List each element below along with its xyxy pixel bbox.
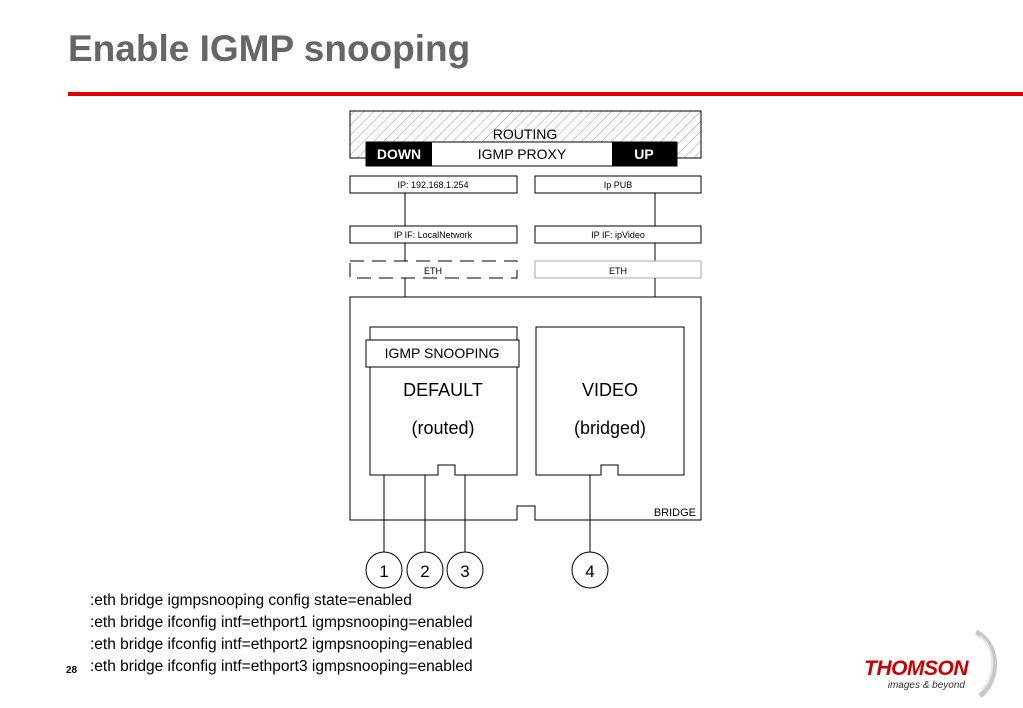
port-circle-2 — [406, 551, 444, 589]
left-ipif-box — [349, 225, 518, 244]
default-name: DEFAULT — [403, 380, 483, 400]
igmp-proxy-label: IGMP PROXY — [478, 146, 567, 162]
right-ip-label: Ip PUB — [604, 180, 633, 190]
video-mode: (bridged) — [574, 418, 646, 438]
title-underline — [68, 92, 1023, 96]
thomson-logo: THOMSON images & beyond — [858, 630, 1008, 700]
right-ipif-label: IP IF: ipVideo — [591, 230, 645, 240]
up-label: UP — [634, 146, 653, 162]
up-port-box — [612, 142, 677, 166]
port-circle-3 — [446, 551, 484, 589]
right-ip-box — [534, 175, 702, 194]
igmp-snooping-box — [365, 339, 520, 368]
port-label-2: 2 — [420, 562, 429, 581]
bridge-label: BRIDGE — [654, 507, 696, 519]
video-box — [535, 326, 685, 476]
down-label: DOWN — [377, 146, 421, 162]
slide-title: Enable IGMP snooping — [68, 28, 471, 69]
logo-tagline: images & beyond — [887, 680, 965, 691]
cli-command-line: :eth bridge ifconfig intf=ethport1 igmps… — [90, 614, 473, 631]
igmp-snooping-label: IGMP SNOOPING — [385, 345, 500, 361]
port-label-3: 3 — [460, 562, 469, 581]
left-ipif-label: IP IF: LocalNetwork — [394, 230, 473, 240]
right-ipif-box — [534, 225, 702, 244]
left-eth-label: ETH — [424, 266, 442, 276]
left-ip-label: IP: 192.168.1.254 — [397, 180, 468, 190]
cli-command-line: :eth bridge igmpsnooping config state=en… — [90, 592, 412, 609]
down-port-box — [366, 142, 432, 166]
logo-brand: THOMSON — [864, 657, 968, 680]
default-mode: (routed) — [411, 418, 474, 438]
port-label-4: 4 — [585, 562, 594, 581]
right-eth-box — [534, 260, 702, 279]
cli-command-line: :eth bridge ifconfig intf=ethport2 igmps… — [90, 636, 473, 653]
routing-label: ROUTING — [493, 126, 558, 142]
port-circle-1 — [365, 551, 403, 589]
cli-command-line: :eth bridge ifconfig intf=ethport3 igmps… — [90, 658, 473, 675]
port-label-1: 1 — [379, 562, 388, 581]
left-eth-box — [349, 260, 518, 279]
page-number: 28 — [66, 665, 78, 676]
cli-commands: :eth bridge igmpsnooping config state=en… — [90, 590, 473, 678]
right-eth-label: ETH — [609, 266, 627, 276]
logo-swoosh-icon — [974, 630, 997, 698]
left-ip-box — [349, 175, 518, 194]
port-circle-4 — [571, 551, 609, 589]
video-name: VIDEO — [582, 380, 638, 400]
